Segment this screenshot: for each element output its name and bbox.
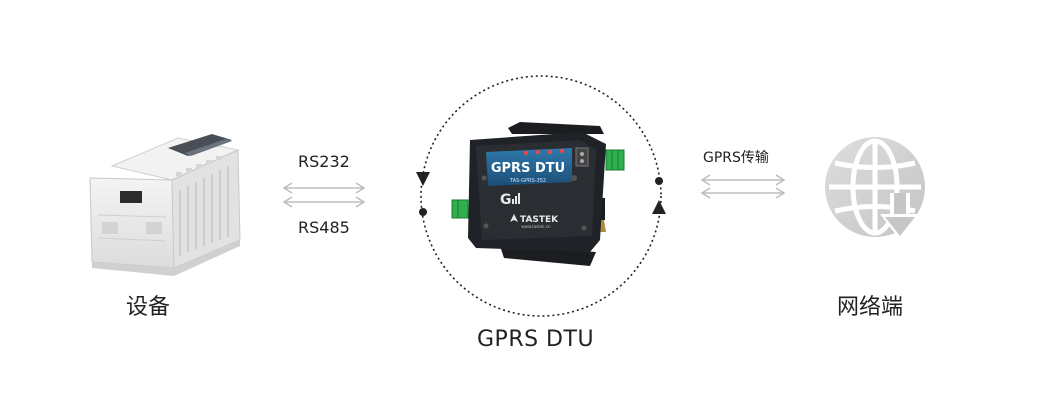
gprs-transfer-label: GPRS传输 (703, 150, 769, 166)
dtu-label: GPRS DTU (477, 327, 595, 352)
dtu-panel-signal: G (500, 192, 512, 208)
dtu-panel-model: TAS-GPRS-352 (509, 178, 546, 184)
dtu-panel-brand: TASTEK (520, 215, 559, 225)
rs232-label: RS232 (298, 152, 350, 171)
serial-arrow-bottom (282, 196, 366, 208)
globe-icon (825, 137, 925, 240)
device-image (89, 134, 241, 276)
circle-arrow-right (652, 200, 666, 214)
wireless-arrow-bottom (700, 187, 786, 199)
dtu-image: GPRS DTU TAS-GPRS-352 G TASTEK www.taste… (451, 122, 625, 266)
serial-arrows (282, 182, 366, 208)
circle-arrow-left (416, 172, 430, 186)
circle-node-right (655, 177, 663, 185)
circle-node-left (419, 208, 427, 216)
cycle-circle (416, 75, 666, 317)
serial-arrow-top (282, 182, 366, 194)
wireless-arrows (700, 174, 786, 199)
dtu-panel-url: www.tastek.cn (521, 224, 551, 229)
download-arrow-icon (880, 193, 920, 240)
wireless-arrow-top (700, 174, 786, 186)
network-label: 网络端 (837, 295, 904, 320)
rs485-label: RS485 (298, 218, 350, 237)
signal-bars-icon (512, 193, 520, 204)
dtu-panel-title: GPRS DTU (491, 161, 565, 176)
device-label: 设备 (126, 295, 171, 320)
dtu-logo-icon (510, 214, 518, 222)
